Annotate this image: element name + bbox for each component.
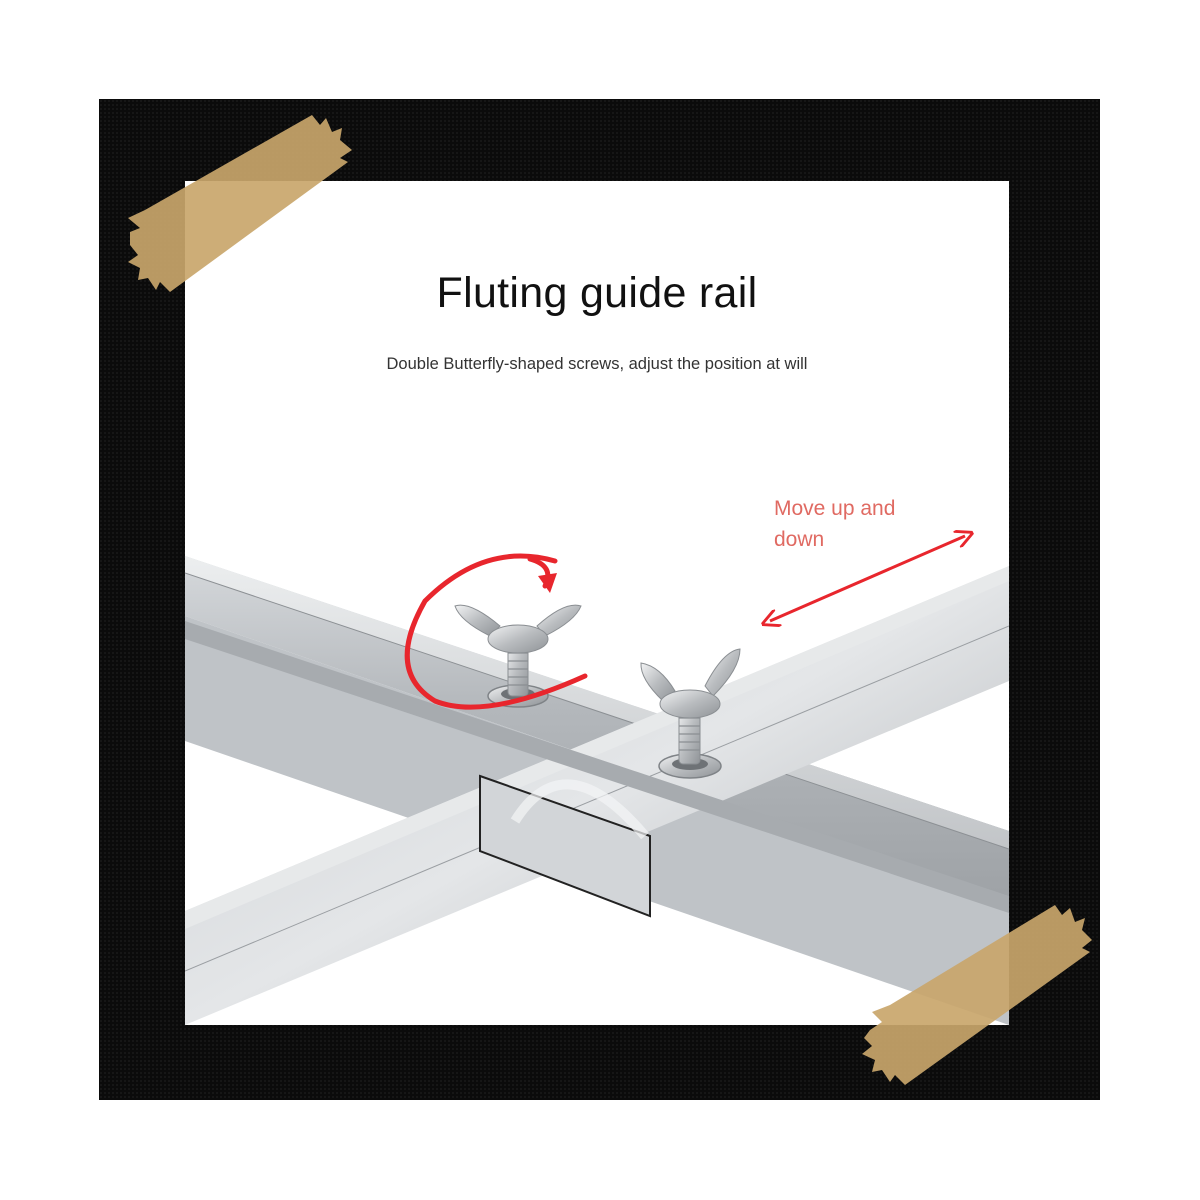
wing-nut (454, 604, 582, 654)
double-arrow-icon (770, 536, 965, 621)
circular-arrow-icon (404, 553, 588, 710)
page-title: Fluting guide rail (436, 269, 758, 317)
guide-rail-photo (185, 181, 1009, 1025)
move-annotation: Move up and down (774, 497, 896, 551)
wing-nut (640, 648, 741, 719)
page-subtitle: Double Butterfly-shaped screws, adjust t… (386, 355, 808, 373)
photo-card: Fluting guide rail Double Butterfly-shap… (185, 181, 1009, 1025)
